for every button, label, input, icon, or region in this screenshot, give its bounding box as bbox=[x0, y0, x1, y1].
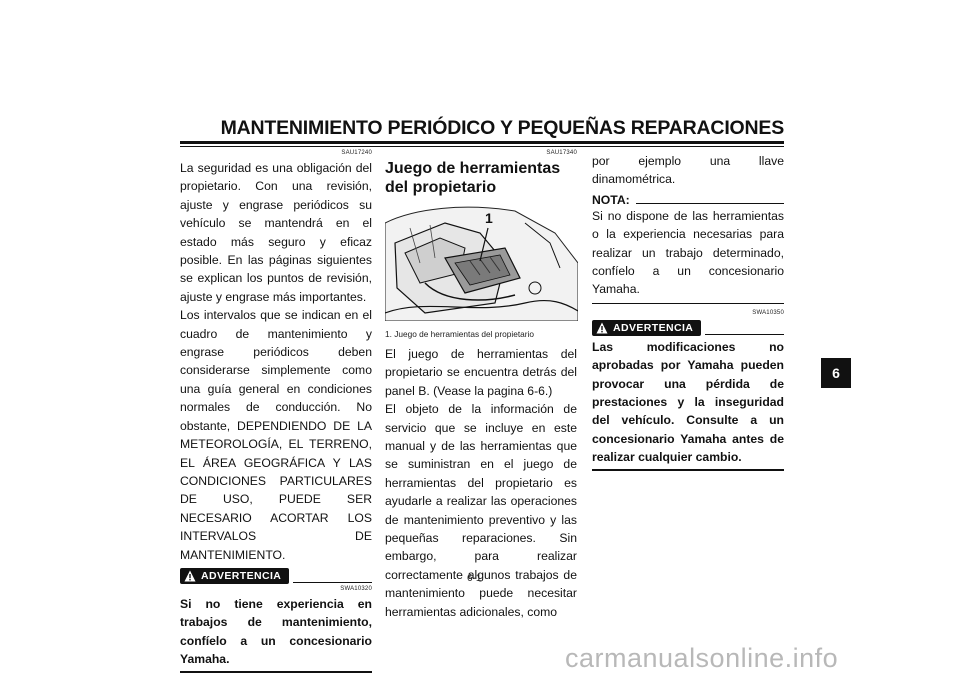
intervals-paragraph: Los intervalos que se indican en el cuad… bbox=[180, 308, 372, 562]
warning-badge: ADVERTENCIA bbox=[180, 567, 290, 584]
nota-label: NOTA: bbox=[592, 192, 630, 207]
toolkit-figure: 1 bbox=[384, 203, 579, 322]
nota-header: NOTA: bbox=[592, 193, 784, 207]
figure-callout: 1 bbox=[485, 210, 493, 226]
watermark: carmanualsonline.info bbox=[565, 643, 839, 673]
toolkit-illustration: 1 bbox=[384, 203, 579, 322]
section-code: SAU17240 bbox=[341, 150, 372, 156]
warning-header: ADVERTENCIA bbox=[180, 567, 372, 584]
chapter-tab[interactable]: 6 bbox=[821, 358, 851, 388]
warning-code: SWA10320 bbox=[340, 585, 372, 592]
toolkit-location-paragraph: El juego de herramientas del propietario… bbox=[385, 347, 577, 398]
warning-header: ADVERTENCIA bbox=[592, 319, 784, 336]
warning-badge: ADVERTENCIA bbox=[592, 319, 702, 336]
intro-paragraph: La seguridad es una obligación del propi… bbox=[180, 161, 372, 304]
warning-text: Si no tiene experiencia en trabajos de m… bbox=[180, 596, 372, 667]
page-title: MANTENIMIENTO PERIÓDICO Y PEQUEÑAS REPAR… bbox=[220, 117, 785, 139]
warning-end-rule bbox=[592, 468, 784, 471]
nota-rule bbox=[635, 202, 784, 204]
nota-text: Si no dispone de las herramientas o la e… bbox=[592, 208, 784, 297]
title-rule bbox=[180, 141, 784, 144]
column-3: por ejemplo una llave dinamométrica. NOT… bbox=[592, 150, 784, 471]
warning-triangle-icon bbox=[184, 570, 196, 582]
warning-code: SWA10350 bbox=[752, 309, 784, 316]
figure-caption: 1. Juego de herramientas del propietario bbox=[385, 329, 534, 339]
title-rule-thin bbox=[180, 146, 784, 147]
column-1: SAU17240 La seguridad es una obligación … bbox=[180, 150, 372, 673]
section-heading: Juego de herramientas del propietario bbox=[385, 160, 561, 196]
warning-label: ADVERTENCIA bbox=[613, 321, 694, 334]
warning-triangle-icon bbox=[596, 322, 608, 334]
warning-label: ADVERTENCIA bbox=[201, 569, 282, 582]
warning-end-rule bbox=[180, 670, 372, 673]
section-code: SAU17340 bbox=[546, 150, 577, 156]
nota-end-rule bbox=[592, 302, 784, 304]
page-number: 6-1 bbox=[467, 573, 482, 584]
warning-rule bbox=[293, 581, 372, 583]
warning-text: Las modificaciones no aprobadas por Yama… bbox=[592, 339, 784, 465]
continued-paragraph: por ejemplo una llave dinamométrica. bbox=[592, 154, 784, 187]
warning-rule bbox=[705, 333, 784, 335]
toolkit-purpose-paragraph: El objeto de la información de servicio … bbox=[385, 402, 577, 619]
column-2: SAU17340 Juego de herramientas del propi… bbox=[384, 150, 579, 621]
